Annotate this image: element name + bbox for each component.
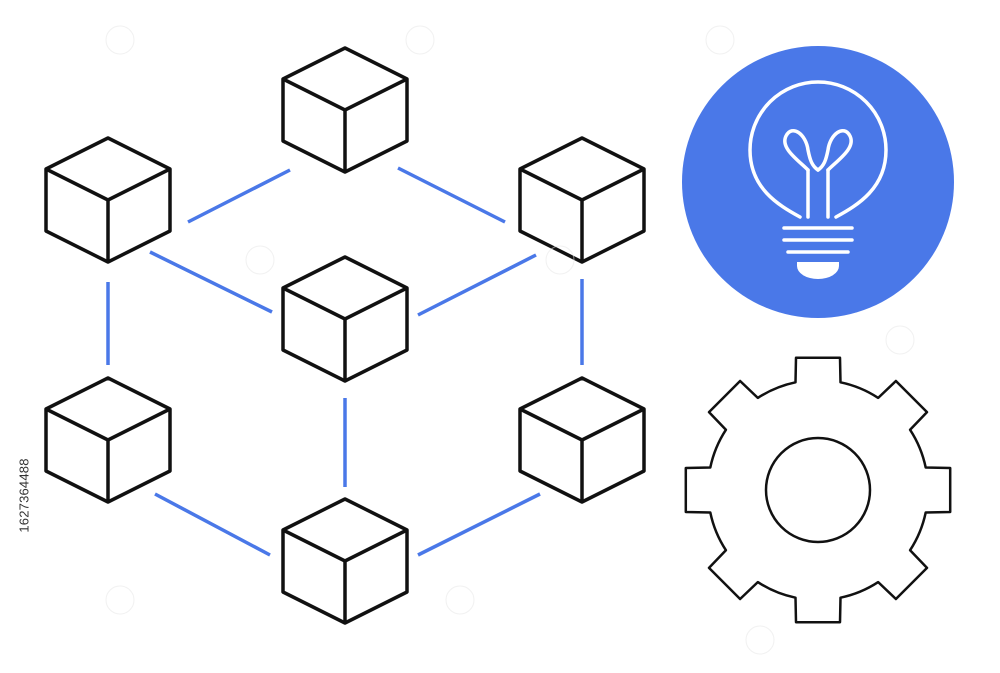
network-cubes [44,46,646,625]
link-topleft-center [149,250,273,314]
cube-node-bottom-left [44,376,172,504]
link-topright-center [417,253,537,317]
link-bottomright-bottom [417,492,541,557]
gear-icon [684,356,952,624]
cube-node-center [281,255,409,383]
lightbulb-icon [748,80,888,254]
stock-id-label: 1627364488 [14,420,34,570]
link-bottomleft-bottom [154,492,271,557]
gear-hub [764,436,872,544]
link-topleft-top [187,168,291,224]
cube-node-top-left [44,136,172,264]
watermark-pattern [105,25,915,655]
link-top-topright [397,166,506,224]
lightbulb-circle [682,46,954,318]
stock-id-text: 1627364488 [16,457,32,533]
cube-node-bottom-right [518,376,646,504]
network-links [106,166,584,557]
cube-node-bottom [281,497,409,625]
lightbulb-cap [797,262,839,279]
cube-node-top-right [518,136,646,264]
gear-outline [684,356,952,624]
lightbulb-badge [682,46,954,318]
cube-node-top [281,46,409,174]
